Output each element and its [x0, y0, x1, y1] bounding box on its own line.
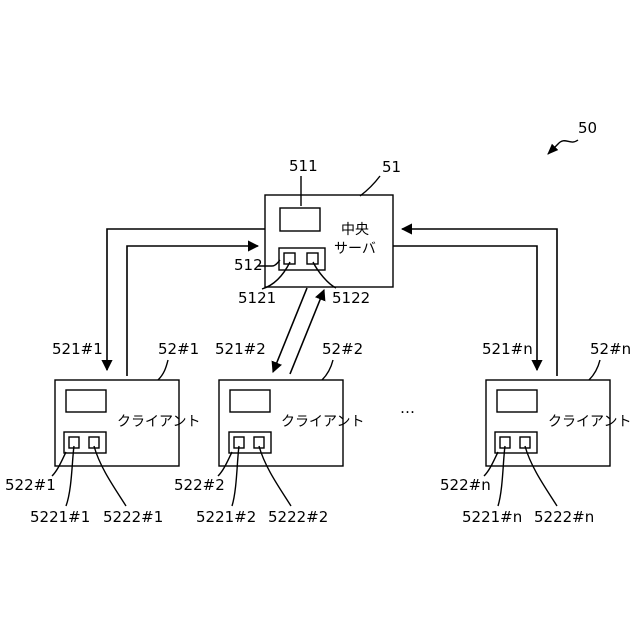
client-n-port1-ref: 5221#n [462, 508, 522, 526]
system-ref-pointer [548, 140, 578, 154]
server-display [280, 208, 320, 231]
client-1-port-group-ref: 522#1 [5, 476, 56, 494]
server-title-line1: 中央 [341, 222, 369, 238]
client-1-ref-leader [158, 360, 168, 380]
client-1-display [66, 390, 106, 412]
server-port2-ref: 5122 [332, 289, 370, 307]
client-2-display [230, 390, 270, 412]
client-2-port-group-ref: 522#2 [174, 476, 225, 494]
client-1-label: クライアント [117, 414, 200, 430]
client-n: クライアント [486, 380, 631, 466]
server-ref: 51 [382, 158, 401, 176]
server-port1-ref: 5121 [238, 289, 276, 307]
client-1-ref: 52#1 [158, 340, 199, 358]
central-server: 中央 サーバ [265, 195, 393, 287]
arrow-client-2-to-server [290, 290, 324, 374]
client-n-ref-leader [589, 360, 600, 380]
clients-ellipsis: … [400, 399, 415, 417]
client-2-port1-ref: 5221#2 [196, 508, 256, 526]
arrow-server-to-client-2 [273, 288, 307, 372]
server-port-group-ref: 512 [234, 256, 263, 274]
client-2-ref: 52#2 [322, 340, 363, 358]
client-1-port1-ref: 5221#1 [30, 508, 90, 526]
client-2-display-ref: 521#2 [215, 340, 266, 358]
client-n-display-ref: 521#n [482, 340, 533, 358]
client-2-ref-leader [322, 360, 333, 380]
client-2-label: クライアント [281, 414, 364, 430]
client-2-port2-ref: 5222#2 [268, 508, 328, 526]
server-ref-leader [360, 176, 380, 196]
client-n-label: クライアント [548, 414, 631, 430]
arrow-client-n-to-server [402, 229, 557, 376]
client-n-ref: 52#n [590, 340, 631, 358]
client-1: クライアント [55, 380, 200, 466]
client-2: クライアント [219, 380, 364, 466]
server-title-line2: サーバ [334, 241, 376, 257]
system-ref-label: 50 [578, 119, 597, 137]
client-n-display [497, 390, 537, 412]
server-display-ref: 511 [289, 157, 318, 175]
client-1-port2-ref: 5222#1 [103, 508, 163, 526]
client-1-display-ref: 521#1 [52, 340, 103, 358]
client-n-port2-ref: 5222#n [534, 508, 594, 526]
client-n-port-group-ref: 522#n [440, 476, 491, 494]
